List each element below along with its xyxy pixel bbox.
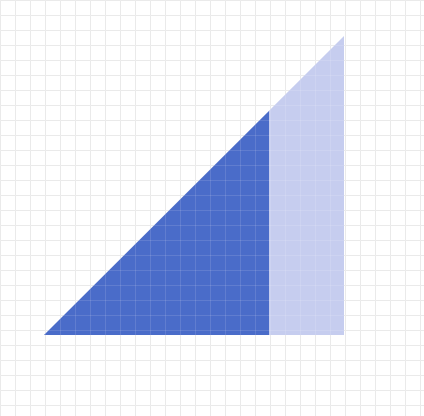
- small-triangle: [44, 111, 269, 335]
